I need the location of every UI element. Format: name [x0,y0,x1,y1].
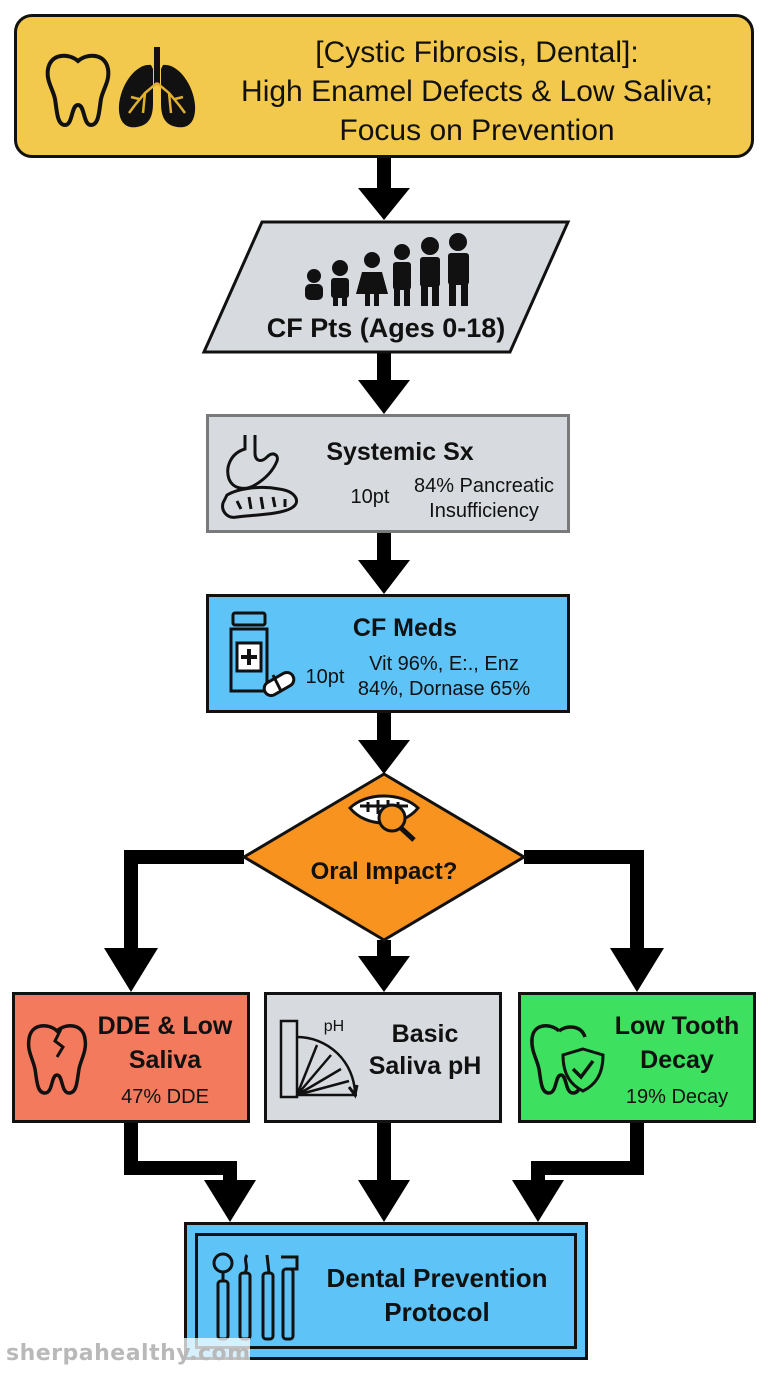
population-label: CF Pts (Ages 0-18) [266,313,506,343]
decision-diamond [242,772,526,942]
systemic-count: 10pt [350,486,390,508]
arrowhead-systemic [358,380,410,414]
connector-decision-to-decay [524,850,644,950]
tooth-shield-icon [530,1024,605,1095]
decision-label: Oral Impact? [310,858,458,885]
dde-title-line-2: Saliva [128,1046,202,1074]
arrowhead-protocol-left [204,1180,256,1222]
decay-title-line-2: Decay [640,1046,714,1074]
arrowhead-ph [358,956,410,992]
mouth-magnifier-icon [347,794,421,842]
outcome-dde-box: DDE & Low Saliva 47% DDE [12,992,250,1123]
connector-decay-to-protocol [531,1123,644,1182]
lungs-icon [118,47,196,128]
meds-detail-line-1: Vit 96%, E:., Enz [369,653,519,675]
title-line-3: Focus on Prevention [339,114,615,147]
systemic-heading: Systemic Sx [326,438,474,466]
decay-stat: 19% Decay [625,1086,729,1108]
arrowhead-decision [358,740,410,774]
meds-box: CF Meds 10pt Vit 96%, E:., Enz 84%, Dorn… [206,594,570,713]
arrowhead-decay [610,948,664,992]
arrowhead-protocol-center [358,1180,410,1222]
arrowhead-dde [104,948,158,992]
connector-decision-to-dde [124,850,244,950]
meds-detail-line-2: 84%, Dornase 65% [357,678,531,700]
systemic-box: Systemic Sx 10pt 84% Pancreatic Insuffic… [206,414,570,533]
decay-title-line-1: Low Tooth [614,1012,740,1040]
outcome-ph-box: pH Basic Saliva pH [264,992,502,1123]
arrowhead-protocol-right [512,1180,564,1222]
dde-title-line-1: DDE & Low [97,1012,233,1040]
systemic-detail-line-1: 84% Pancreatic [413,475,555,497]
arrowhead-meds [358,560,410,594]
connector-dde-to-protocol [124,1123,237,1182]
systemic-detail-line-2: Insufficiency [429,500,539,522]
ph-title-line-1: Basic [391,1020,459,1048]
ph-gauge-icon [279,1019,359,1099]
medicine-bottle-icon [229,611,296,697]
outcome-decay-box: Low Tooth Decay 19% Decay [518,992,756,1123]
protocol-inner-border [195,1233,577,1349]
ph-title-line-2: Saliva pH [368,1052,482,1080]
protocol-title-line-2: Protocol [384,1297,490,1327]
tooth-icon [45,53,111,128]
meds-count: 10pt [305,666,345,688]
dental-tools-icon [212,1252,299,1341]
protocol-box: Dental Prevention Protocol [184,1222,588,1360]
meds-heading: CF Meds [352,614,458,642]
title-box: [Cystic Fibrosis, Dental]: High Enamel D… [14,14,754,158]
children-icon [305,233,469,306]
protocol-title-line-1: Dental Prevention [326,1263,548,1293]
stomach-pancreas-icon [221,435,298,519]
dde-stat: 47% DDE [121,1086,209,1108]
title-line-1: [Cystic Fibrosis, Dental]: [315,36,639,69]
title-line-2: High Enamel Defects & Low Saliva; [241,75,713,108]
watermark: sherpahealthy.com [0,1338,250,1370]
ph-icon-label: pH [323,1018,345,1035]
cracked-tooth-icon [26,1024,88,1095]
arrowhead-population [358,188,410,220]
